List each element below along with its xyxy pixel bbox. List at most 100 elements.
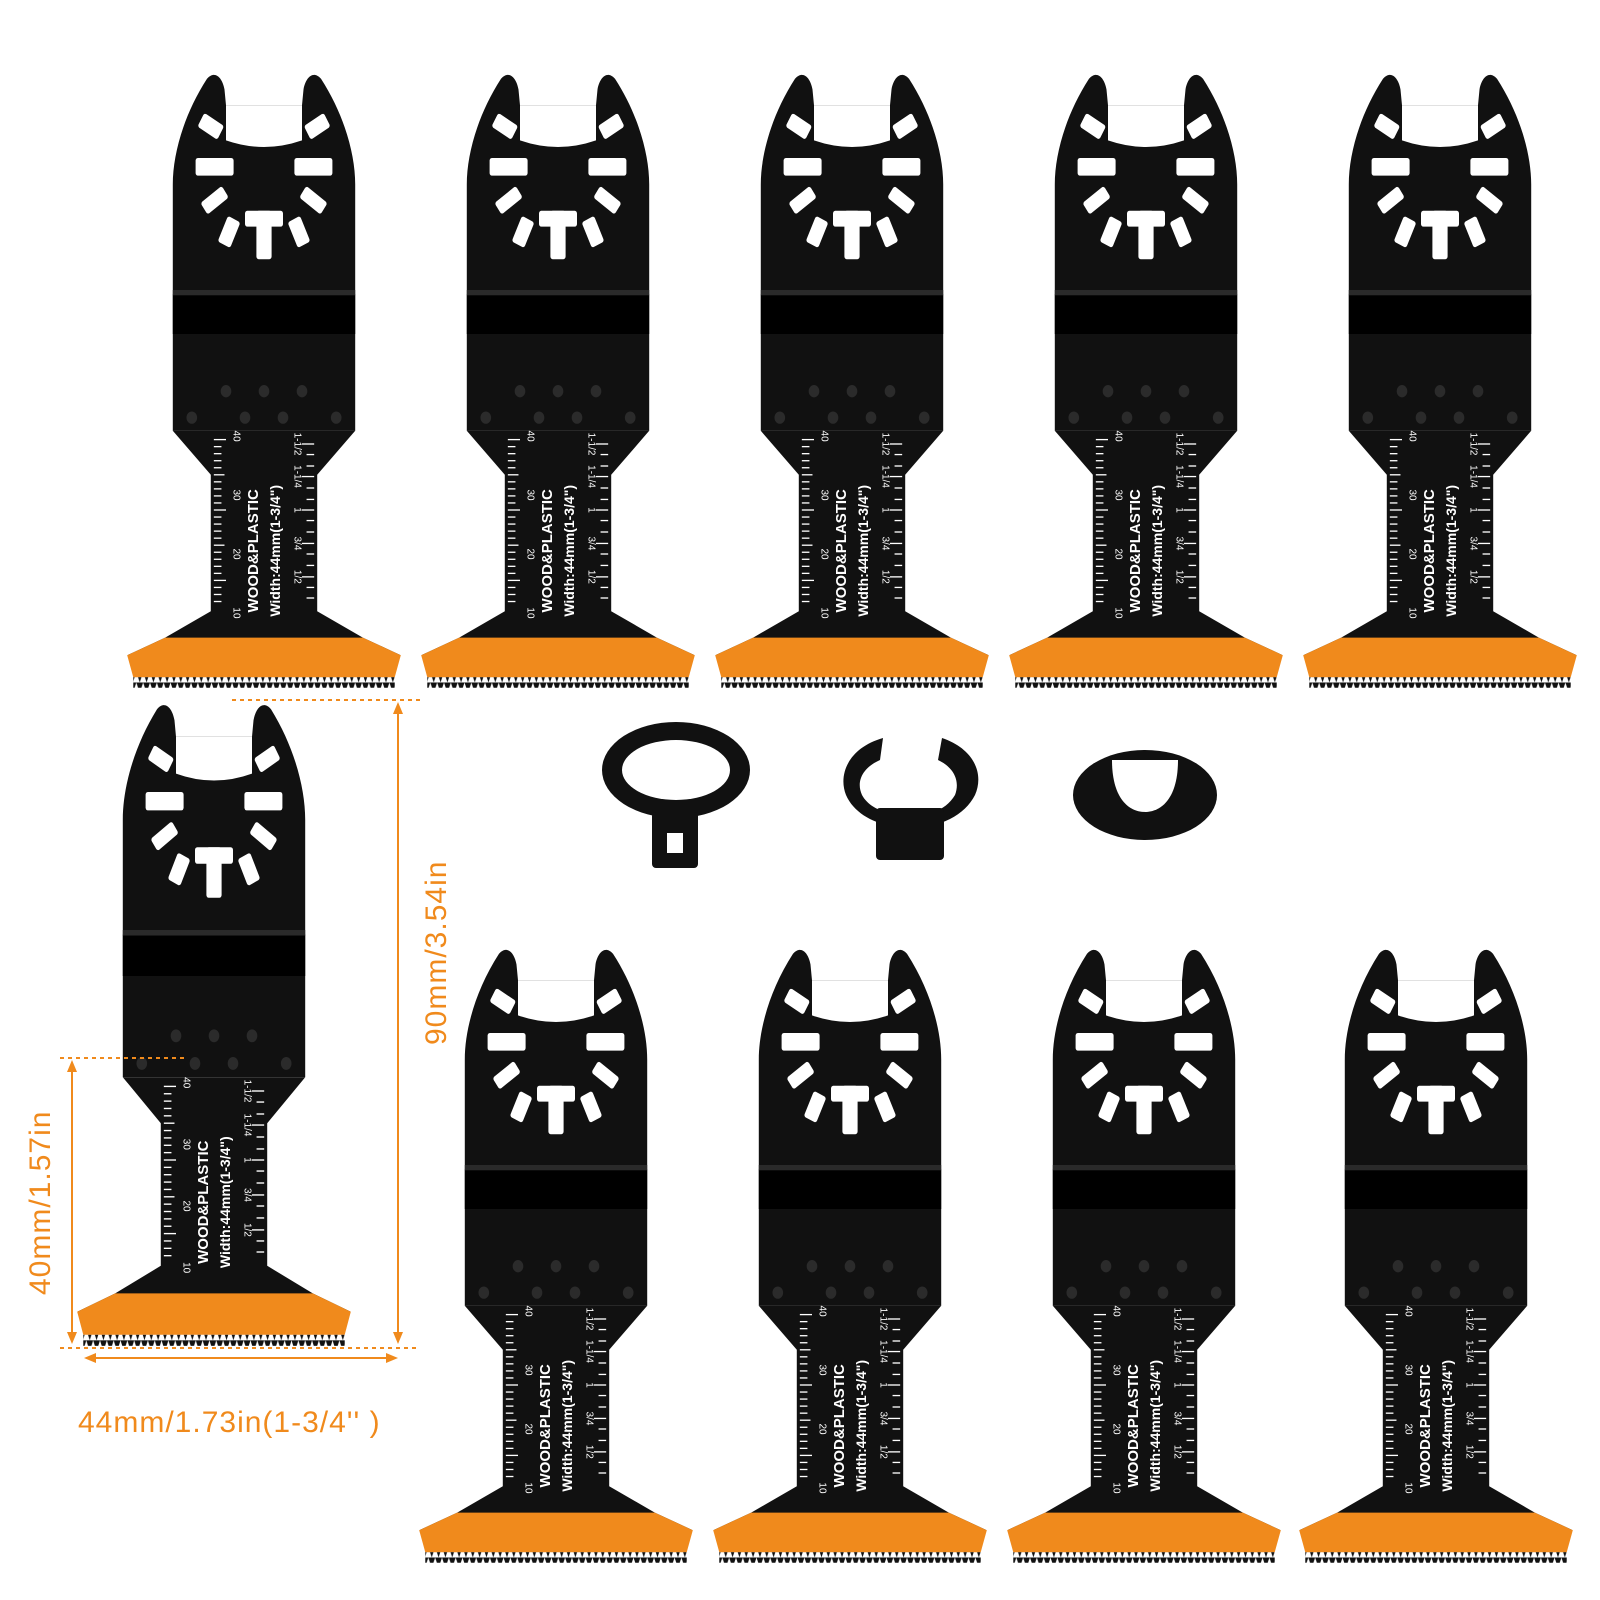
blade-width-label-bottom-3: Width:44mm(1-3/4")	[1147, 1360, 1163, 1492]
blade-metric-tick-top-5-1: 30	[1407, 489, 1418, 501]
blade-metric-tick-bottom-4-0: 40	[1403, 1306, 1414, 1318]
blade-material-label-bottom-3: WOOD&PLASTIC	[1125, 1364, 1142, 1487]
blade-metric-tick-bottom-4-2: 20	[1403, 1423, 1414, 1435]
blade-metric-tick-measured-1: 30	[181, 1139, 192, 1151]
blade-metric-tick-bottom-3-0: 40	[1111, 1306, 1122, 1318]
blade-metric-tick-bottom-1-1: 30	[523, 1364, 534, 1376]
adapter-ring-with-tab	[602, 722, 750, 868]
blade-metric-tick-top-5-3: 10	[1407, 607, 1418, 619]
blade-top-1	[126, 74, 402, 689]
blade-metric-tick-top-1-1: 30	[231, 489, 242, 501]
blade-inch-tick-bottom-4-1: 1-1/4	[1463, 1340, 1474, 1363]
blade-inch-tick-top-5-4: 1/2	[1467, 570, 1478, 584]
adapter-c-clip-with-tab	[843, 738, 979, 860]
blade-inch-tick-measured-3: 3/4	[241, 1188, 252, 1202]
adapter-u-washer	[1073, 750, 1217, 840]
blade-width-label-bottom-2: Width:44mm(1-3/4")	[853, 1360, 869, 1492]
blade-inch-tick-top-1-2: 1	[291, 507, 302, 513]
blade-inch-tick-top-1-3: 3/4	[291, 536, 302, 550]
blade-inch-tick-bottom-1-2: 1	[583, 1382, 594, 1388]
blade-inch-tick-top-5-0: 1-1/2	[1467, 433, 1478, 456]
blade-metric-tick-top-1-0: 40	[231, 431, 242, 443]
blade-bottom-1	[418, 949, 694, 1564]
dimension-cut-depth: 40mm/1.57in	[24, 1111, 57, 1295]
blade-inch-tick-top-3-1: 1-1/4	[879, 465, 890, 488]
blade-metric-tick-top-2-0: 40	[525, 431, 536, 443]
blade-inch-tick-bottom-2-2: 1	[877, 1382, 888, 1388]
blade-metric-tick-top-3-0: 40	[819, 431, 830, 443]
blade-inch-tick-top-4-4: 1/2	[1173, 570, 1184, 584]
blade-inch-tick-measured-4: 1/2	[241, 1223, 252, 1237]
blade-metric-tick-bottom-3-2: 20	[1111, 1423, 1122, 1435]
blade-inch-tick-top-3-4: 1/2	[879, 570, 890, 584]
blade-bottom-3	[1006, 949, 1282, 1564]
blade-inch-tick-top-4-3: 3/4	[1173, 536, 1184, 550]
blade-metric-tick-top-1-3: 10	[231, 607, 242, 619]
blade-top-2	[420, 74, 696, 689]
blade-metric-tick-top-3-2: 20	[819, 548, 830, 560]
blade-inch-tick-bottom-2-4: 1/2	[877, 1445, 888, 1459]
blade-width-label-bottom-1: Width:44mm(1-3/4")	[559, 1360, 575, 1492]
blade-material-label-bottom-2: WOOD&PLASTIC	[831, 1364, 848, 1487]
blade-metric-tick-bottom-3-1: 30	[1111, 1364, 1122, 1376]
blade-inch-tick-top-2-4: 1/2	[585, 570, 596, 584]
blade-material-label-bottom-1: WOOD&PLASTIC	[537, 1364, 554, 1487]
blade-inch-tick-top-2-1: 1-1/4	[585, 465, 596, 488]
blade-inch-tick-bottom-4-3: 3/4	[1463, 1411, 1474, 1425]
blade-inch-tick-bottom-3-2: 1	[1171, 1382, 1182, 1388]
blade-inch-tick-bottom-3-1: 1-1/4	[1171, 1340, 1182, 1363]
blade-metric-tick-bottom-4-3: 10	[1403, 1482, 1414, 1494]
blade-inch-tick-measured-1: 1-1/4	[241, 1114, 252, 1137]
blade-metric-tick-top-4-2: 20	[1113, 548, 1124, 560]
blade-inch-tick-top-4-0: 1-1/2	[1173, 433, 1184, 456]
blade-width-label-top-3: Width:44mm(1-3/4")	[855, 485, 871, 617]
blade-metric-tick-bottom-3-3: 10	[1111, 1482, 1122, 1494]
blade-metric-tick-bottom-2-1: 30	[817, 1364, 828, 1376]
blade-width-label-measured: Width:44mm(1-3/4")	[217, 1136, 233, 1268]
blade-width-label-bottom-4: Width:44mm(1-3/4")	[1439, 1360, 1455, 1492]
blade-measured	[76, 704, 352, 1347]
dimension-width: 44mm/1.73in(1-3/4'' )	[78, 1406, 381, 1439]
blade-width-label-top-4: Width:44mm(1-3/4")	[1149, 485, 1165, 617]
blade-metric-tick-bottom-2-2: 20	[817, 1423, 828, 1435]
blade-bottom-2	[712, 949, 988, 1564]
blade-row-bottom	[418, 949, 1574, 1564]
blade-inch-tick-bottom-1-0: 1-1/2	[583, 1308, 594, 1331]
blade-width-label-top-1: Width:44mm(1-3/4")	[267, 485, 283, 617]
blade-inch-tick-top-3-2: 1	[879, 507, 890, 513]
blade-top-4	[1008, 74, 1284, 689]
blade-metric-tick-top-5-0: 40	[1407, 431, 1418, 443]
blade-material-label-bottom-4: WOOD&PLASTIC	[1417, 1364, 1434, 1487]
blade-inch-tick-bottom-3-4: 1/2	[1171, 1445, 1182, 1459]
blade-top-3	[714, 74, 990, 689]
blade-inch-tick-top-5-3: 3/4	[1467, 536, 1478, 550]
blade-inch-tick-top-3-3: 3/4	[879, 536, 890, 550]
blade-metric-tick-top-2-2: 20	[525, 548, 536, 560]
blade-material-label-top-4: WOOD&PLASTIC	[1127, 489, 1144, 612]
blade-inch-tick-top-2-2: 1	[585, 507, 596, 513]
blade-metric-tick-top-5-2: 20	[1407, 548, 1418, 560]
blade-metric-tick-top-3-3: 10	[819, 607, 830, 619]
blade-inch-tick-bottom-4-0: 1-1/2	[1463, 1308, 1474, 1331]
blade-inch-tick-bottom-1-3: 3/4	[583, 1411, 594, 1425]
blade-inch-tick-measured-0: 1-1/2	[241, 1080, 252, 1103]
blade-inch-tick-bottom-1-4: 1/2	[583, 1445, 594, 1459]
blade-metric-tick-top-2-1: 30	[525, 489, 536, 501]
blade-metric-tick-measured-2: 20	[181, 1200, 192, 1212]
blade-metric-tick-top-3-1: 30	[819, 489, 830, 501]
blade-width-label-top-2: Width:44mm(1-3/4")	[561, 485, 577, 617]
blade-metric-tick-top-2-3: 10	[525, 607, 536, 619]
blade-metric-tick-top-1-2: 20	[231, 548, 242, 560]
blade-inch-tick-top-1-4: 1/2	[291, 570, 302, 584]
blade-top-5	[1302, 74, 1578, 689]
blade-material-label-top-5: WOOD&PLASTIC	[1421, 489, 1438, 612]
blade-inch-tick-top-1-0: 1-1/2	[291, 433, 302, 456]
blade-metric-tick-bottom-1-0: 40	[523, 1306, 534, 1318]
blade-metric-tick-bottom-2-0: 40	[817, 1306, 828, 1318]
blade-width-label-top-5: Width:44mm(1-3/4")	[1443, 485, 1459, 617]
blade-inch-tick-top-2-0: 1-1/2	[585, 433, 596, 456]
dimension-total-length: 90mm/3.54in	[420, 861, 453, 1045]
blade-material-label-top-2: WOOD&PLASTIC	[539, 489, 556, 612]
blade-metric-tick-measured-3: 10	[181, 1262, 192, 1274]
